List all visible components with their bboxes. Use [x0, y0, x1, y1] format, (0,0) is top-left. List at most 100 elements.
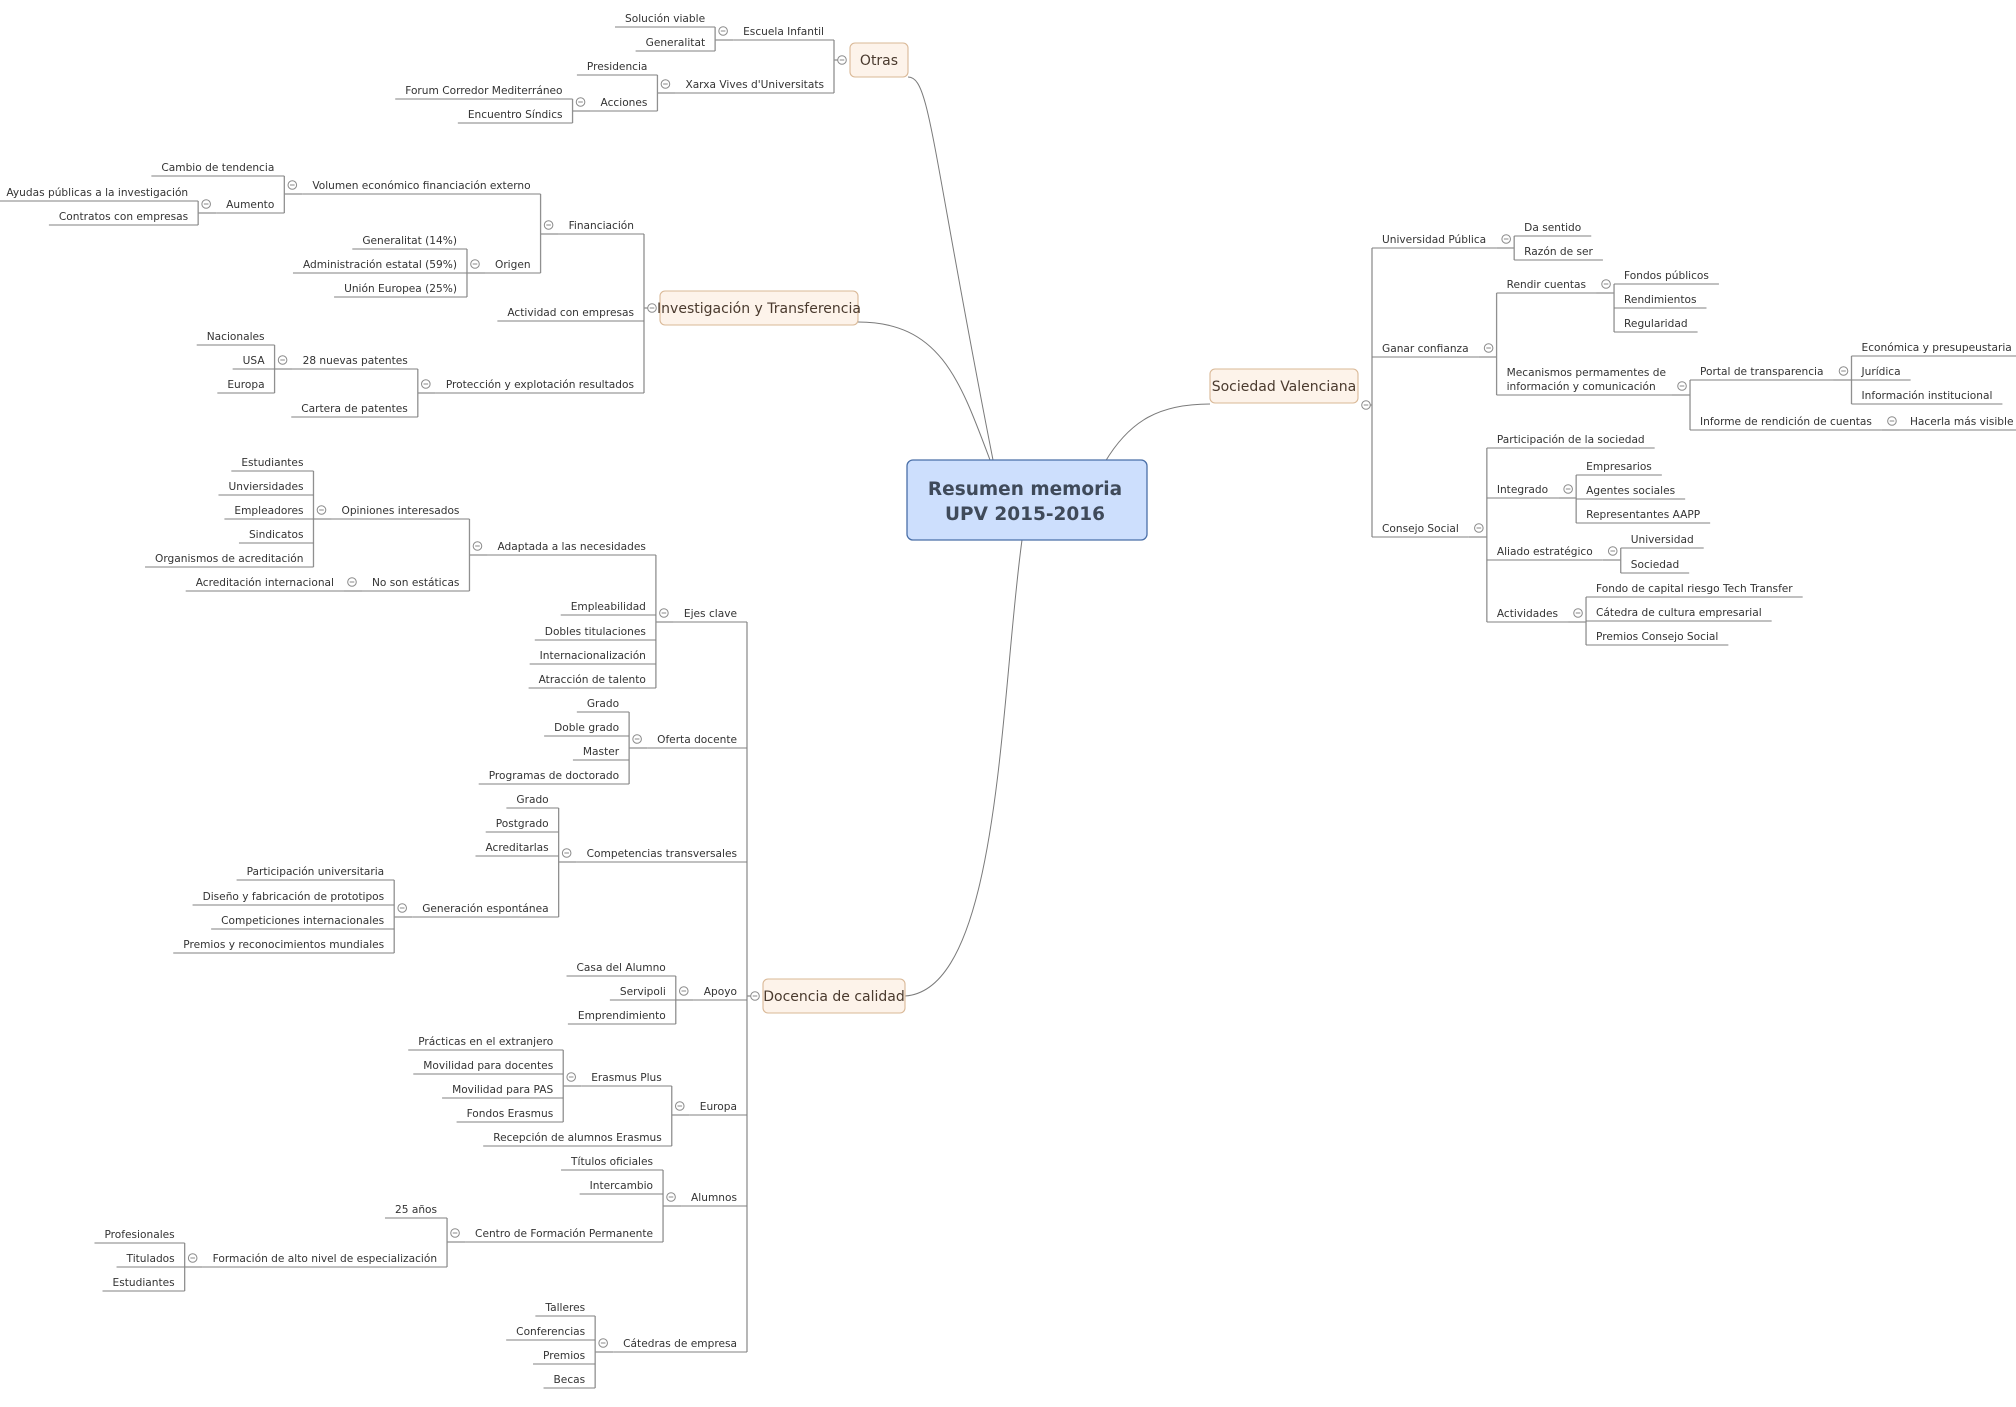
topic-docencia-item-2-3-1-label[interactable]: Diseño y fabricación de prototipos [203, 891, 385, 903]
sv-item-2-1-2-label[interactable]: Representantes AAPP [1586, 509, 1701, 521]
topic-otras-item-0-1-label[interactable]: Generalitat [646, 37, 706, 49]
sv-item-1-1-0-label[interactable]: Portal de transparencia [1700, 366, 1823, 378]
topic-docencia-item-0-0-0-1-label[interactable]: Unviersidades [228, 481, 303, 493]
sv-item-0-label[interactable]: Universidad Pública [1382, 234, 1486, 246]
topic-investigacion-item-2-collapse[interactable] [421, 379, 431, 389]
topic-investigacion-item-0-0-0-label[interactable]: Cambio de tendencia [161, 162, 274, 174]
topic-docencia-item-2-collapse[interactable] [561, 848, 572, 858]
topic-docencia-item-1-0-label[interactable]: Grado [587, 698, 619, 710]
sv-item-0-0-label[interactable]: Da sentido [1524, 222, 1581, 234]
topic-docencia-collapse[interactable] [750, 991, 760, 1001]
topic-docencia-item-0-collapse[interactable] [659, 608, 669, 618]
topic-otras-item-1-1-label[interactable]: Acciones [601, 97, 648, 109]
sv-item-1-0-1-label[interactable]: Rendimientos [1624, 294, 1696, 306]
sv-item-2-2-label[interactable]: Aliado estratégico [1497, 546, 1593, 558]
topic-docencia-item-1-3-label[interactable]: Programas de doctorado [489, 770, 619, 782]
topic-docencia-item-4-1-label[interactable]: Recepción de alumnos Erasmus [493, 1132, 662, 1144]
topic-docencia-item-5-2-1-label[interactable]: Formación de alto nivel de especializaci… [213, 1253, 437, 1265]
sv-item-2-1-label[interactable]: Integrado [1497, 484, 1548, 496]
topic-docencia-item-0-0-1-collapse[interactable] [347, 577, 357, 587]
topic-docencia-item-5-2-collapse[interactable] [450, 1228, 460, 1238]
sv-item-1-0-0-label[interactable]: Fondos públicos [1624, 270, 1709, 282]
topic-docencia-item-3-1-label[interactable]: Servipoli [620, 986, 666, 998]
sv-item-1-1-0-1-label[interactable]: Jurídica [1861, 366, 1901, 378]
topic-investigacion-item-2-0-2-label[interactable]: Europa [227, 379, 264, 391]
topic-otras-item-1-1-collapse[interactable] [575, 97, 586, 107]
topic-investigacion-item-0-1-0-label[interactable]: Generalitat (14%) [362, 235, 457, 247]
topic-docencia-item-5-2-1-0-label[interactable]: Profesionales [104, 1229, 174, 1241]
sv-item-1-1-1-label[interactable]: Informe de rendición de cuentas [1700, 416, 1872, 428]
topic-docencia-item-1-label[interactable]: Oferta docente [657, 734, 737, 746]
sv-item-2-3-2-label[interactable]: Premios Consejo Social [1596, 631, 1718, 643]
sv-item-1-0-label[interactable]: Rendir cuentas [1507, 279, 1586, 291]
topic-investigacion-item-2-1-label[interactable]: Cartera de patentes [301, 403, 408, 415]
topic-investigacion-collapse[interactable] [647, 303, 657, 313]
sv-item-1-1-0-0-label[interactable]: Económica y presupeustaria [1862, 342, 2012, 354]
topic-docencia-item-0-4-label[interactable]: Atracción de talento [539, 674, 646, 686]
sv-item-2-3-label[interactable]: Actividades [1497, 608, 1558, 620]
topic-docencia-item-5-1-label[interactable]: Intercambio [590, 1180, 653, 1192]
topic-docencia-item-3-label[interactable]: Apoyo [704, 986, 737, 998]
topic-docencia-item-5-2-1-collapse[interactable] [187, 1253, 198, 1263]
topic-investigacion-item-0-0-1-label[interactable]: Aumento [226, 199, 274, 211]
topic-docencia-item-2-3-3-label[interactable]: Premios y reconocimientos mundiales [183, 939, 384, 951]
sv-item-2-0-label[interactable]: Participación de la sociedad [1497, 434, 1645, 446]
sv-item-0-collapse[interactable] [1501, 234, 1511, 244]
topic-docencia-item-6-2-label[interactable]: Premios [543, 1350, 585, 1362]
topic-docencia-item-5-collapse[interactable] [666, 1192, 676, 1202]
topic-docencia-item-4-0-0-label[interactable]: Prácticas en el extranjero [418, 1036, 553, 1048]
topic-docencia-item-3-0-label[interactable]: Casa del Alumno [577, 962, 666, 974]
topic-docencia-item-2-3-label[interactable]: Generación espontánea [422, 903, 548, 915]
topic-docencia-item-4-0-3-label[interactable]: Fondos Erasmus [467, 1108, 554, 1120]
topic-docencia-item-0-3-label[interactable]: Internacionalización [540, 650, 646, 662]
topic-docencia-item-4-0-collapse[interactable] [566, 1072, 577, 1082]
topic-investigacion-item-0-0-1-0-label[interactable]: Ayudas públicas a la investigación [6, 187, 188, 199]
topic-docencia-item-2-3-collapse[interactable] [397, 903, 407, 913]
topic-docencia-item-0-1-label[interactable]: Empleabilidad [571, 601, 646, 613]
topic-docencia-item-0-0-1-0-label[interactable]: Acreditación internacional [196, 577, 334, 589]
topic-docencia-item-5-2-0-label[interactable]: 25 años [395, 1204, 437, 1216]
topic-otras-item-1-1-0-label[interactable]: Forum Corredor Mediterráneo [405, 85, 562, 97]
topic-docencia-item-2-3-0-label[interactable]: Participación universitaria [247, 866, 385, 878]
topic-otras[interactable]: Otras [849, 42, 909, 78]
topic-otras-item-0-0-label[interactable]: Solución viable [625, 13, 705, 25]
topic-docencia-item-4-0-1-label[interactable]: Movilidad para docentes [423, 1060, 553, 1072]
topic-otras-item-0-label[interactable]: Escuela Infantil [743, 26, 824, 38]
sv-item-2-collapse[interactable] [1474, 523, 1484, 533]
topic-docencia-item-0-label[interactable]: Ejes clave [684, 608, 737, 620]
topic-docencia-item-6-3-label[interactable]: Becas [554, 1374, 586, 1386]
topic-docencia-item-6-0-label[interactable]: Talleres [544, 1302, 585, 1314]
sv-item-1-collapse[interactable] [1483, 343, 1494, 353]
sv-item-1-1-1-0-label[interactable]: Hacerla más visible [1910, 416, 2014, 428]
topic-investigacion-item-0-0-label[interactable]: Volumen económico financiación externo [312, 180, 530, 192]
topic-docencia-item-1-1-label[interactable]: Doble grado [554, 722, 619, 734]
topic-docencia-item-5-2-1-1-label[interactable]: Titulados [126, 1253, 175, 1265]
sv-item-2-2-1-label[interactable]: Sociedad [1631, 559, 1679, 571]
sv-item-1-label[interactable]: Ganar confianza [1382, 343, 1469, 355]
sv-item-2-3-collapse[interactable] [1573, 608, 1583, 618]
topic-docencia-item-6-collapse[interactable] [598, 1338, 608, 1348]
topic-docencia[interactable]: Docencia de calidad [762, 978, 906, 1014]
topic-docencia-item-0-0-0-3-label[interactable]: Sindicatos [249, 529, 304, 541]
topic-docencia-item-0-0-0-label[interactable]: Opiniones interesados [341, 505, 459, 517]
sv-item-1-1-0-2-label[interactable]: Información institucional [1862, 390, 1993, 402]
topic-docencia-item-4-0-label[interactable]: Erasmus Plus [591, 1072, 662, 1084]
sv-item-2-2-0-label[interactable]: Universidad [1631, 534, 1694, 546]
topic-investigacion-item-1-label[interactable]: Actividad con empresas [507, 307, 634, 319]
central-topic-box[interactable] [906, 459, 1148, 541]
topic-docencia-item-0-0-label[interactable]: Adaptada a las necesidades [497, 541, 645, 553]
topic-investigacion-item-0-1-collapse[interactable] [470, 259, 480, 269]
topic-docencia-item-2-3-2-label[interactable]: Competiciones internacionales [221, 915, 384, 927]
topic-investigacion-item-0-1-1-label[interactable]: Administración estatal (59%) [303, 259, 457, 271]
sv-item-1-1-1-collapse[interactable] [1887, 416, 1897, 426]
sv-item-2-3-1-label[interactable]: Cátedra de cultura empresarial [1596, 607, 1762, 619]
topic-docencia-item-1-2-label[interactable]: Master [583, 746, 620, 758]
topic-docencia-item-0-0-0-collapse[interactable] [316, 505, 327, 515]
topic-docencia-item-5-2-1-2-label[interactable]: Estudiantes [113, 1277, 175, 1289]
topic-investigacion-item-0-1-2-label[interactable]: Unión Europea (25%) [344, 283, 457, 295]
topic-otras-item-1-label[interactable]: Xarxa Vives d'Universitats [685, 79, 824, 91]
sv-item-2-1-1-label[interactable]: Agentes sociales [1586, 485, 1675, 497]
topic-otras-collapse[interactable] [837, 55, 847, 65]
collapse-sociedad-valenciana[interactable] [1361, 400, 1371, 410]
topic-investigacion-item-0-0-collapse[interactable] [287, 180, 298, 190]
